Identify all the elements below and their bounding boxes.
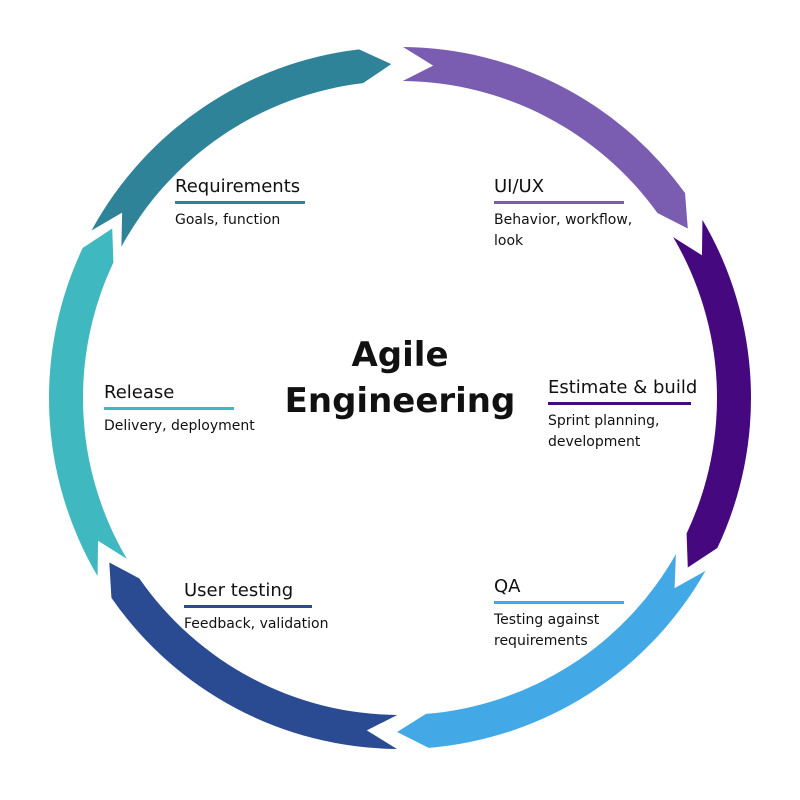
stage-underline <box>548 402 691 405</box>
diagram-title-line-2: Engineering <box>284 381 516 421</box>
stage-underline <box>494 601 624 604</box>
cycle-arrow-release <box>49 228 127 577</box>
stage-description: Goals, function <box>175 212 281 228</box>
stage-description: Sprint planning, development <box>548 413 660 450</box>
stage-description: Feedback, validation <box>184 616 329 632</box>
stage-release: Release Delivery, deployment <box>104 382 304 437</box>
stage-title: Estimate & build <box>548 377 698 398</box>
cycle-arrow-requirements <box>91 49 392 247</box>
diagram-title-line-1: Agile <box>351 335 449 375</box>
cycle-arrow-user-testing <box>109 562 398 749</box>
stage-title: QA <box>494 576 521 597</box>
stage-underline <box>184 605 312 608</box>
stage-description: Delivery, deployment <box>104 418 255 434</box>
stage-description: Testing against requirements <box>494 612 600 649</box>
cycle-arrow-ui-ux <box>402 47 688 229</box>
stage-estimate-build: Estimate & build Sprint planning, develo… <box>548 377 728 453</box>
stage-user-testing: User testing Feedback, validation <box>184 580 384 635</box>
stage-title: Requirements <box>175 176 301 197</box>
cycle-arrow-qa <box>397 554 706 748</box>
stage-description: Behavior, workflow, look <box>494 212 633 249</box>
stage-underline <box>175 201 305 204</box>
stage-qa: QA Testing against requirements <box>494 576 674 652</box>
stage-ui-ux: UI/UX Behavior, workflow, look <box>494 176 664 252</box>
stage-underline <box>494 201 624 204</box>
stage-title: Release <box>104 382 175 403</box>
stage-requirements: Requirements Goals, function <box>175 176 375 231</box>
stage-underline <box>104 407 234 410</box>
cycle-arrow-estimate-build <box>673 219 751 568</box>
diagram-title: Agile Engineering <box>250 332 550 424</box>
stage-title: User testing <box>184 580 294 601</box>
stage-title: UI/UX <box>494 176 545 197</box>
